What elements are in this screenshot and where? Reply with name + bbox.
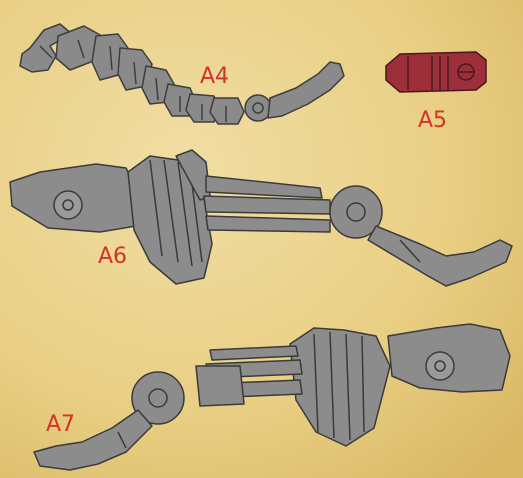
part-label-a4: A4 (200, 66, 229, 88)
red-connector-part (386, 52, 486, 92)
part-label-a6: A6 (98, 246, 127, 268)
part-label-a5: A5 (418, 110, 447, 132)
part-label-a7: A7 (46, 414, 75, 436)
